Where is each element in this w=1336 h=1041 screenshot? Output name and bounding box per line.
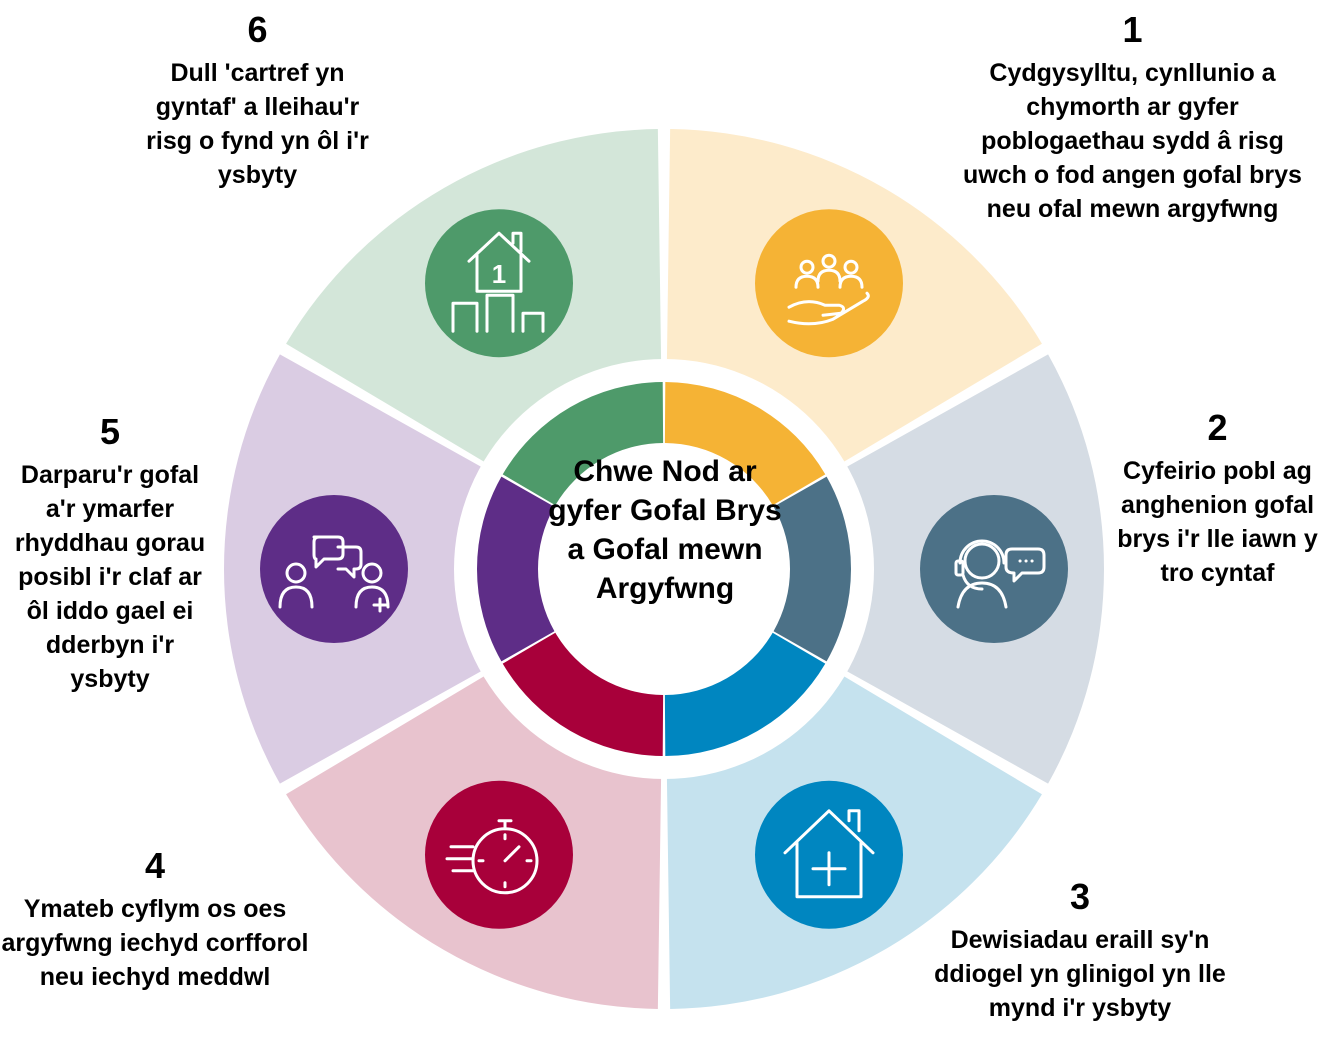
goal-1-label: 1 Cydgysylltu, cynllunio a chymorth ar g… bbox=[960, 10, 1305, 226]
goal-2-number: 2 bbox=[1207, 407, 1228, 448]
icon-circle-goal-4 bbox=[425, 780, 573, 929]
center-title: Chwe Nod ar gyfer Gofal Brys a Gofal mew… bbox=[548, 455, 782, 605]
goal-6-text: Dull 'cartref yn gyntaf' a lleihau'r ris… bbox=[146, 59, 369, 189]
ring-segment-goal-2 bbox=[773, 476, 851, 662]
goal-5-label: 5 Darparu'r gofal a'r ymarfer rhyddhau g… bbox=[10, 412, 210, 696]
goal-4-text: Ymateb cyflym os oes argyfwng iechyd cor… bbox=[1, 895, 309, 991]
goal-5-text: Darparu'r gofal a'r ymarfer rhyddhau gor… bbox=[14, 461, 206, 693]
icon-circle-goal-6 bbox=[425, 209, 573, 358]
ring-segment-goal-3 bbox=[664, 632, 826, 756]
goal-1-text: Cydgysylltu, cynllunio a chymorth ar gyf… bbox=[963, 59, 1302, 223]
center-disc bbox=[544, 449, 784, 689]
goal-3-label: 3 Dewisiadau eraill sy'n ddiogel yn glin… bbox=[905, 877, 1255, 1025]
icon-circle-goal-5 bbox=[260, 495, 408, 643]
goal-6-number: 6 bbox=[247, 9, 268, 50]
goal-2-text: Cyfeirio pobl ag anghenion gofal brys i'… bbox=[1117, 457, 1318, 587]
people-hand-icon bbox=[755, 209, 903, 358]
ring-segment-goal-6 bbox=[502, 382, 664, 506]
people-chat-icon bbox=[260, 495, 408, 643]
goal-3-number: 3 bbox=[1069, 876, 1091, 917]
goal-4-number: 4 bbox=[144, 845, 166, 886]
ring-segment-goal-4 bbox=[502, 632, 664, 756]
home-first-icon-digit: 1 bbox=[492, 259, 506, 289]
goal-6-label: 6 Dull 'cartref yn gyntaf' a lleihau'r r… bbox=[130, 10, 385, 192]
goal-3-text: Dewisiadau eraill sy'n ddiogel yn glinig… bbox=[934, 926, 1226, 1022]
home-first-icon: 1 bbox=[425, 209, 573, 358]
headset-chat-icon bbox=[920, 495, 1068, 643]
icon-circle-goal-1 bbox=[755, 209, 903, 358]
stopwatch-icon bbox=[425, 780, 573, 929]
goal-4-label: 4 Ymateb cyflym os oes argyfwng iechyd c… bbox=[0, 846, 310, 994]
house-cross-icon bbox=[755, 780, 903, 929]
goal-1-number: 1 bbox=[1122, 9, 1143, 50]
icon-circle-goal-2 bbox=[920, 495, 1068, 643]
goal-5-number: 5 bbox=[99, 411, 121, 452]
goal-2-label: 2 Cyfeirio pobl ag anghenion gofal brys … bbox=[1105, 408, 1330, 590]
ring-segment-goal-1 bbox=[664, 382, 826, 506]
ring-segment-goal-5 bbox=[477, 476, 555, 662]
